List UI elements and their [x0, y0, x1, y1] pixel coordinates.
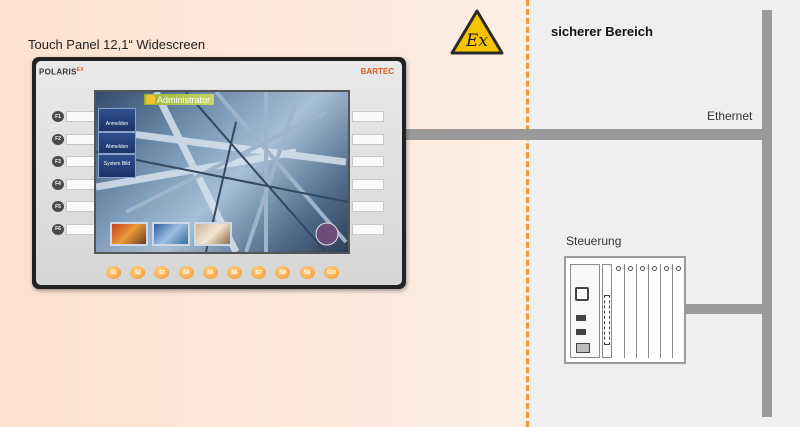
function-key-label-field: [352, 133, 384, 145]
function-key-label-field: [352, 178, 384, 190]
function-key-label-field: [352, 223, 384, 235]
thumbnail-3[interactable]: [194, 222, 232, 246]
function-key-f4[interactable]: F4: [52, 178, 64, 190]
controller-label: Steuerung: [566, 234, 622, 248]
user-bar: Administrator: [144, 94, 214, 105]
io-module-1: [602, 264, 612, 358]
globe-icon: [315, 222, 339, 246]
rack-slot: [648, 264, 649, 358]
user-name: Administrator: [157, 94, 211, 105]
thumbnail-2[interactable]: [152, 222, 190, 246]
ethernet-label: Ethernet: [707, 109, 753, 123]
controller-link-line: [686, 304, 766, 314]
rack-slot: [660, 264, 661, 358]
zone-divider: [526, 0, 529, 427]
status-led: [616, 266, 621, 271]
function-key-f2[interactable]: F2: [52, 133, 64, 145]
soft-key-s1[interactable]: S1: [106, 266, 121, 279]
function-key-f1[interactable]: F1: [52, 111, 64, 122]
soft-key-s2[interactable]: S2: [130, 266, 146, 279]
ethernet-backbone-vertical: [762, 10, 772, 417]
status-led: [652, 266, 657, 271]
display-icon: [575, 287, 589, 301]
industrial-plant-image: [96, 92, 348, 252]
polaris-logo: POLARISEX: [39, 67, 84, 77]
soft-key-s3[interactable]: S3: [154, 266, 170, 279]
ethernet-line-horizontal: [406, 129, 766, 140]
panel-screen: Administrator Anmelden Abmelden System B…: [94, 90, 350, 254]
login-button[interactable]: Anmelden: [98, 108, 136, 132]
function-key-f5[interactable]: F5: [52, 201, 64, 212]
connector-icon: [576, 343, 590, 353]
soft-key-s8[interactable]: S8: [275, 266, 291, 279]
logout-button[interactable]: Abmelden: [98, 132, 136, 154]
rack-slot: [672, 264, 673, 358]
port-icon: [576, 315, 586, 321]
status-led: [676, 266, 681, 271]
function-key-label-field: [352, 156, 384, 167]
user-icon: [146, 95, 155, 104]
rack-slot: [636, 264, 637, 358]
function-key-label-field: [352, 111, 384, 122]
cpu-module: [570, 264, 600, 358]
status-led: [628, 266, 633, 271]
soft-key-s6[interactable]: S6: [227, 266, 242, 279]
controller-rack: [564, 256, 686, 364]
bartec-logo: BARTEC: [360, 67, 394, 76]
thumbnail-1[interactable]: [110, 222, 148, 246]
port-icon-2: [576, 329, 586, 335]
function-key-f6[interactable]: F6: [52, 223, 64, 235]
safe-area-title: sicherer Bereich: [551, 24, 653, 39]
status-led: [640, 266, 645, 271]
function-key-label-field: [352, 201, 384, 212]
soft-key-s5[interactable]: S5: [202, 266, 218, 279]
soft-key-s10[interactable]: S10: [323, 266, 339, 279]
system-view-button[interactable]: System Bild: [98, 154, 136, 178]
panel-title: Touch Panel 12,1“ Widescreen: [28, 37, 206, 52]
status-led: [664, 266, 669, 271]
soft-key-s4[interactable]: S4: [178, 266, 194, 279]
ex-warning-icon: Ex: [450, 9, 504, 55]
soft-key-s7[interactable]: S7: [251, 266, 267, 279]
rack-slot: [624, 264, 625, 358]
soft-key-s9[interactable]: S9: [299, 266, 315, 279]
ex-sign-text: Ex: [465, 31, 488, 51]
function-key-f3[interactable]: F3: [52, 156, 64, 167]
